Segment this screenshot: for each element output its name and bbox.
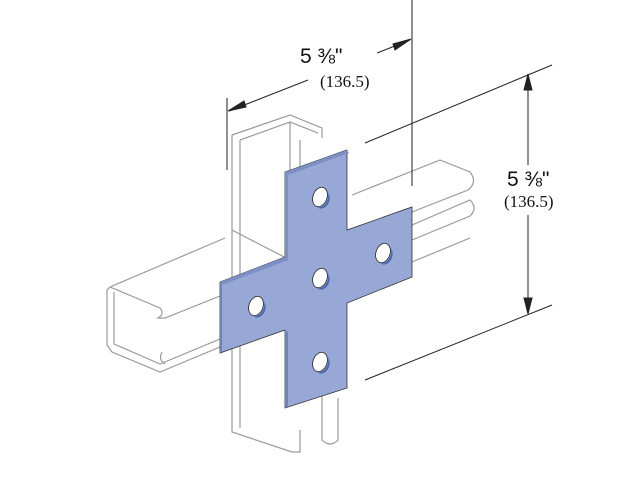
arrow-right-icon (392, 38, 412, 51)
arrow-down-icon (523, 297, 533, 315)
hole-bottom (312, 351, 328, 373)
width-dimension-imperial: 5 ⅜" (300, 45, 343, 68)
cross-plate (219, 149, 413, 409)
mounting-holes (248, 186, 393, 374)
horizontal-channel (106, 159, 475, 373)
hole-center (312, 267, 328, 289)
height-dimension-metric: (136.5) (504, 192, 554, 211)
hole-left (248, 295, 264, 317)
hole-right (375, 242, 391, 264)
height-dimension-imperial: 5 ⅜" (507, 168, 550, 191)
arrow-left-icon (227, 100, 247, 112)
width-dimension-lines (226, 0, 413, 186)
height-dimension-lines (364, 64, 553, 381)
arrow-up-icon (523, 73, 533, 91)
width-dimension-metric: (136.5) (320, 72, 370, 91)
